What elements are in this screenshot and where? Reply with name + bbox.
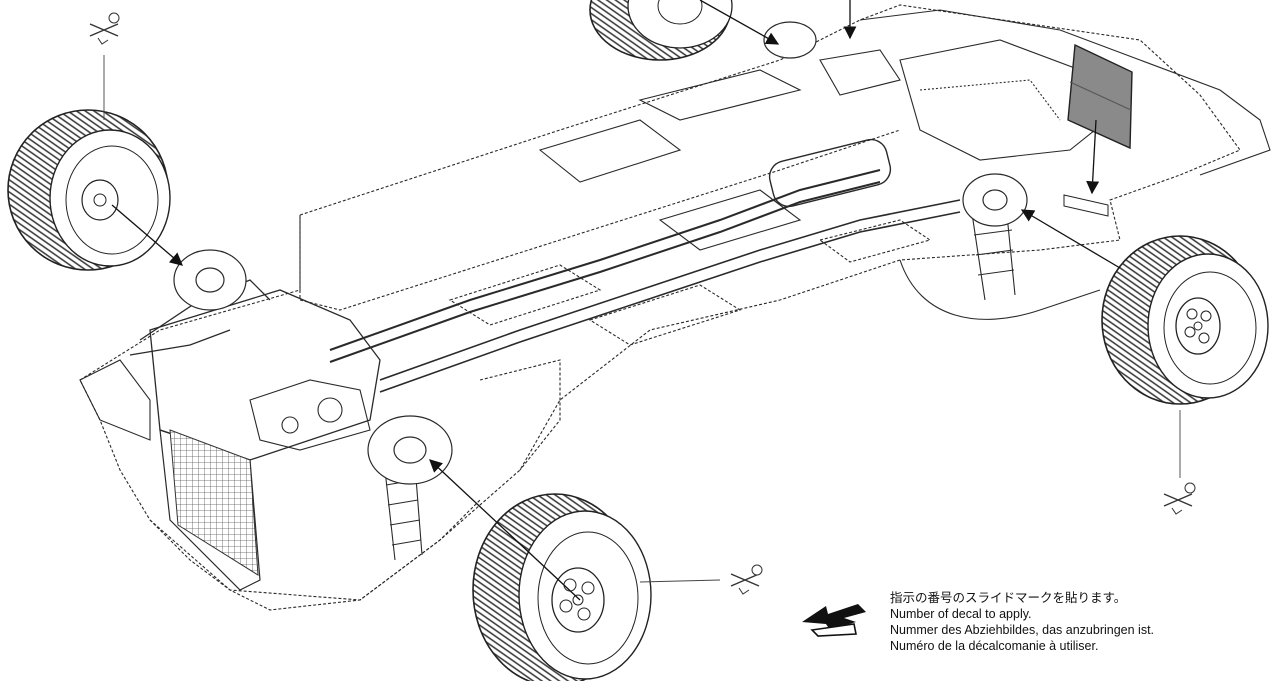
assembly-arrows <box>111 0 1121 601</box>
wheel-rear-left <box>589 0 733 61</box>
legend-line-german: Nummer des Abziehbildes, das anzubringen… <box>890 623 1155 637</box>
decal-legend: 指示の番号のスライドマークを貼ります。 Number of decal to a… <box>800 590 1270 672</box>
wheel-front-left <box>7 109 171 271</box>
screwdriver-icon <box>730 564 763 595</box>
decal-panel <box>1063 43 1133 217</box>
decal-arrow-icon <box>802 604 866 637</box>
wheel-front-right <box>472 493 652 681</box>
legend-line-french: Numéro de la décalcomanie à utiliser. <box>890 639 1099 653</box>
leader-lines <box>103 55 1181 583</box>
legend-line-japanese: 指示の番号のスライドマークを貼ります。 <box>890 590 1127 605</box>
wheel-rear-right <box>1101 235 1269 405</box>
screwdriver-icon <box>89 12 120 45</box>
radiator-grille <box>169 429 259 576</box>
chassis <box>79 4 1271 611</box>
screwdriver-icon <box>1163 482 1196 515</box>
brake-discs <box>173 21 1028 485</box>
legend-line-english: Number of decal to apply. <box>890 607 1032 621</box>
